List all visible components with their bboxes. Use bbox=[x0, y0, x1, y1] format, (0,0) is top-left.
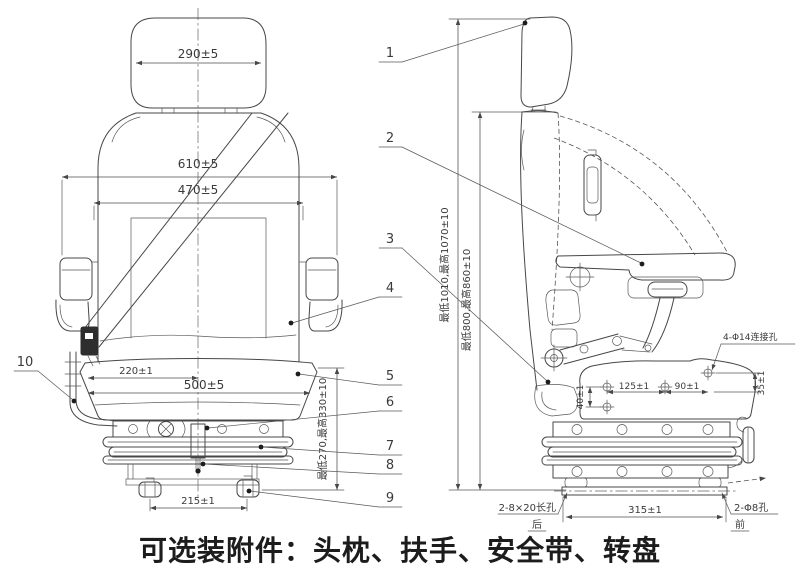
label-round-leader bbox=[721, 492, 732, 515]
callout-6: 6 bbox=[204, 395, 403, 431]
bellows-front bbox=[102, 436, 294, 465]
callout-3: 3 bbox=[378, 232, 551, 385]
callout-2-number: 2 bbox=[386, 131, 394, 146]
label-round-side: 前 bbox=[735, 518, 745, 531]
armrest-side bbox=[553, 115, 736, 353]
base-rail bbox=[554, 416, 767, 496]
callout-2: 2 bbox=[378, 131, 645, 267]
headrest-guide-tabs bbox=[161, 107, 238, 114]
callout-1: 1 bbox=[378, 20, 528, 63]
seat-belt bbox=[80, 112, 289, 367]
adjust-handle bbox=[742, 426, 755, 464]
dim-610-extensions bbox=[61, 179, 338, 256]
dim-hole-spacing-vertical: 40±1 bbox=[576, 385, 586, 410]
label-mount-holes-leader bbox=[711, 343, 722, 371]
dim-hole-offset: 35±1 bbox=[757, 371, 767, 396]
label-slot-holes: 2-8×20长孔 bbox=[499, 502, 556, 514]
armrest-right bbox=[299, 257, 343, 332]
suspension-side bbox=[541, 421, 743, 488]
callout-5-number: 5 bbox=[386, 369, 394, 384]
direction-arrow bbox=[727, 476, 767, 484]
dim-backrest-width: 470±5 bbox=[178, 183, 219, 197]
side-bracket bbox=[64, 351, 118, 427]
dim-hole-spacing-2: 90±1 bbox=[675, 382, 700, 392]
callout-8-number: 8 bbox=[386, 458, 394, 473]
height-dim-extensions bbox=[448, 18, 567, 491]
backrest-side-top bbox=[521, 110, 559, 114]
backrest-side-front bbox=[551, 112, 561, 331]
headrest-outline bbox=[130, 17, 267, 109]
dim-overall-width: 610±5 bbox=[178, 157, 219, 171]
recline-mechanism bbox=[534, 262, 653, 417]
callout-10-number: 10 bbox=[17, 355, 34, 370]
dim-total-height: 最低1010,最高1070±10 bbox=[438, 207, 451, 322]
dim-cushion-width: 500±5 bbox=[184, 378, 225, 392]
hole-14-2 bbox=[599, 399, 615, 415]
headrest-side-outline bbox=[520, 16, 573, 108]
caption-optional-accessories: 可选装附件：头枕、扶手、安全带、转盘 bbox=[139, 534, 661, 567]
dim-foot-span: 215±1 bbox=[181, 496, 215, 507]
callout-7: 7 bbox=[258, 439, 403, 456]
dim-35-extensions bbox=[713, 372, 761, 393]
belt-buckle bbox=[80, 326, 99, 356]
label-slot-side: 后 bbox=[532, 519, 542, 531]
backrest-side-rear bbox=[520, 111, 538, 391]
dim-hole-spacing-1: 125±1 bbox=[619, 382, 649, 392]
label-mount-holes: 4-Φ14连接孔 bbox=[723, 331, 778, 343]
dim-315-extensions bbox=[562, 496, 727, 523]
callouts: 1 2 3 4 5 6 7 8 bbox=[13, 20, 645, 508]
dim-cushion-offset: 220±1 bbox=[119, 366, 153, 377]
cushion-rear-seam bbox=[99, 334, 297, 342]
dim-suspension-height: 最低270,最高330±10 bbox=[316, 378, 329, 480]
base-front bbox=[125, 463, 260, 498]
belt-guide bbox=[583, 149, 602, 222]
callout-3-number: 3 bbox=[386, 232, 394, 247]
hole-14-4 bbox=[700, 365, 716, 381]
callout-4: 4 bbox=[288, 281, 403, 326]
callout-4-number: 4 bbox=[386, 281, 394, 296]
label-round-holes: 2-Φ8孔 bbox=[734, 502, 768, 514]
cushion-seam bbox=[94, 401, 301, 406]
side-view: 最低1010,最高1070±10 最低800,最高860±10 bbox=[438, 16, 796, 532]
backrest-outline bbox=[97, 112, 300, 363]
dim-470-extensions bbox=[93, 205, 304, 221]
backrest-shoulder-seams bbox=[111, 116, 286, 143]
callout-9-number: 9 bbox=[386, 491, 394, 506]
callout-10: 10 bbox=[13, 355, 77, 404]
armrest-left bbox=[55, 257, 99, 332]
dim-270-extensions bbox=[261, 367, 345, 491]
dim-40-extensions bbox=[585, 386, 602, 408]
backrest-stitching bbox=[130, 217, 267, 339]
callout-6-number: 6 bbox=[386, 395, 394, 410]
callout-7-number: 7 bbox=[386, 439, 394, 454]
callout-5: 5 bbox=[295, 369, 403, 386]
backrest-side-bolster bbox=[521, 129, 525, 171]
callout-1-number: 1 bbox=[386, 46, 394, 61]
callout-8: 8 bbox=[200, 458, 403, 475]
front-view: 290±5 610±5 470±5 bbox=[55, 8, 345, 512]
dim-headrest-width: 290±5 bbox=[178, 47, 219, 61]
cushion-side-outline bbox=[579, 358, 757, 420]
dim-base-length: 315±1 bbox=[628, 505, 662, 516]
label-slot-leader bbox=[557, 492, 568, 515]
callout-9: 9 bbox=[246, 488, 403, 508]
dim-backrest-height: 最低800,最高860±10 bbox=[460, 249, 473, 351]
